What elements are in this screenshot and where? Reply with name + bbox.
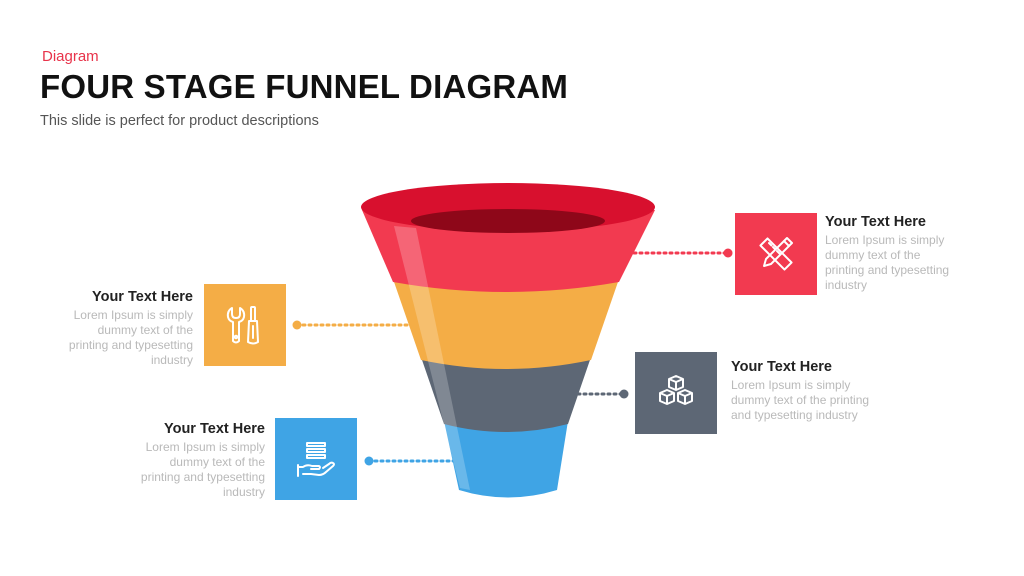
stage-1-icon-box (735, 213, 817, 295)
stage-1-body: Lorem Ipsum is simply dummy text of the … (825, 233, 950, 292)
stage-4-text: Your Text Here Lorem Ipsum is simply dum… (130, 421, 265, 500)
funnel-band-red (362, 210, 655, 292)
stage-3-text: Your Text Here Lorem Ipsum is simply dum… (731, 359, 886, 423)
funnel-band-blue (444, 421, 568, 498)
connector-dot-stage-4 (364, 456, 374, 466)
stage-3-heading: Your Text Here (731, 359, 832, 375)
funnel-highlight (394, 226, 470, 490)
stage-3-body: Lorem Ipsum is simply dummy text of the … (731, 378, 870, 422)
stage-2-body: Lorem Ipsum is simply dummy text of the … (68, 308, 193, 367)
stage-4-heading: Your Text Here (164, 421, 265, 437)
stage-4-icon-box (275, 418, 357, 500)
stage-1-heading: Your Text Here (825, 214, 926, 230)
funnel-band-orange (393, 279, 619, 369)
stage-3-icon-box (635, 352, 717, 434)
pencil-ruler-icon (759, 237, 793, 271)
connector-dot-stage-2 (292, 320, 302, 330)
connector-dot-stage-3 (619, 389, 629, 399)
stage-2-text: Your Text Here Lorem Ipsum is simply dum… (58, 289, 193, 368)
funnel-band-slate (421, 357, 591, 432)
funnel-opening (411, 209, 605, 233)
connector-dot-stage-1 (723, 248, 733, 258)
stage-4-body: Lorem Ipsum is simply dummy text of the … (140, 440, 265, 499)
wrench-screwdriver-icon (226, 306, 259, 345)
page-title: FOUR STAGE FUNNEL DIAGRAM (40, 68, 569, 105)
stage-2-heading: Your Text Here (92, 289, 193, 305)
page-subtitle: This slide is perfect for product descri… (40, 113, 319, 129)
hand-stack-icon (297, 442, 335, 477)
cubes-icon (659, 375, 693, 405)
stage-2-icon-box (204, 284, 286, 366)
category-label: Diagram (42, 48, 99, 65)
stage-1-text: Your Text Here Lorem Ipsum is simply dum… (825, 214, 960, 293)
